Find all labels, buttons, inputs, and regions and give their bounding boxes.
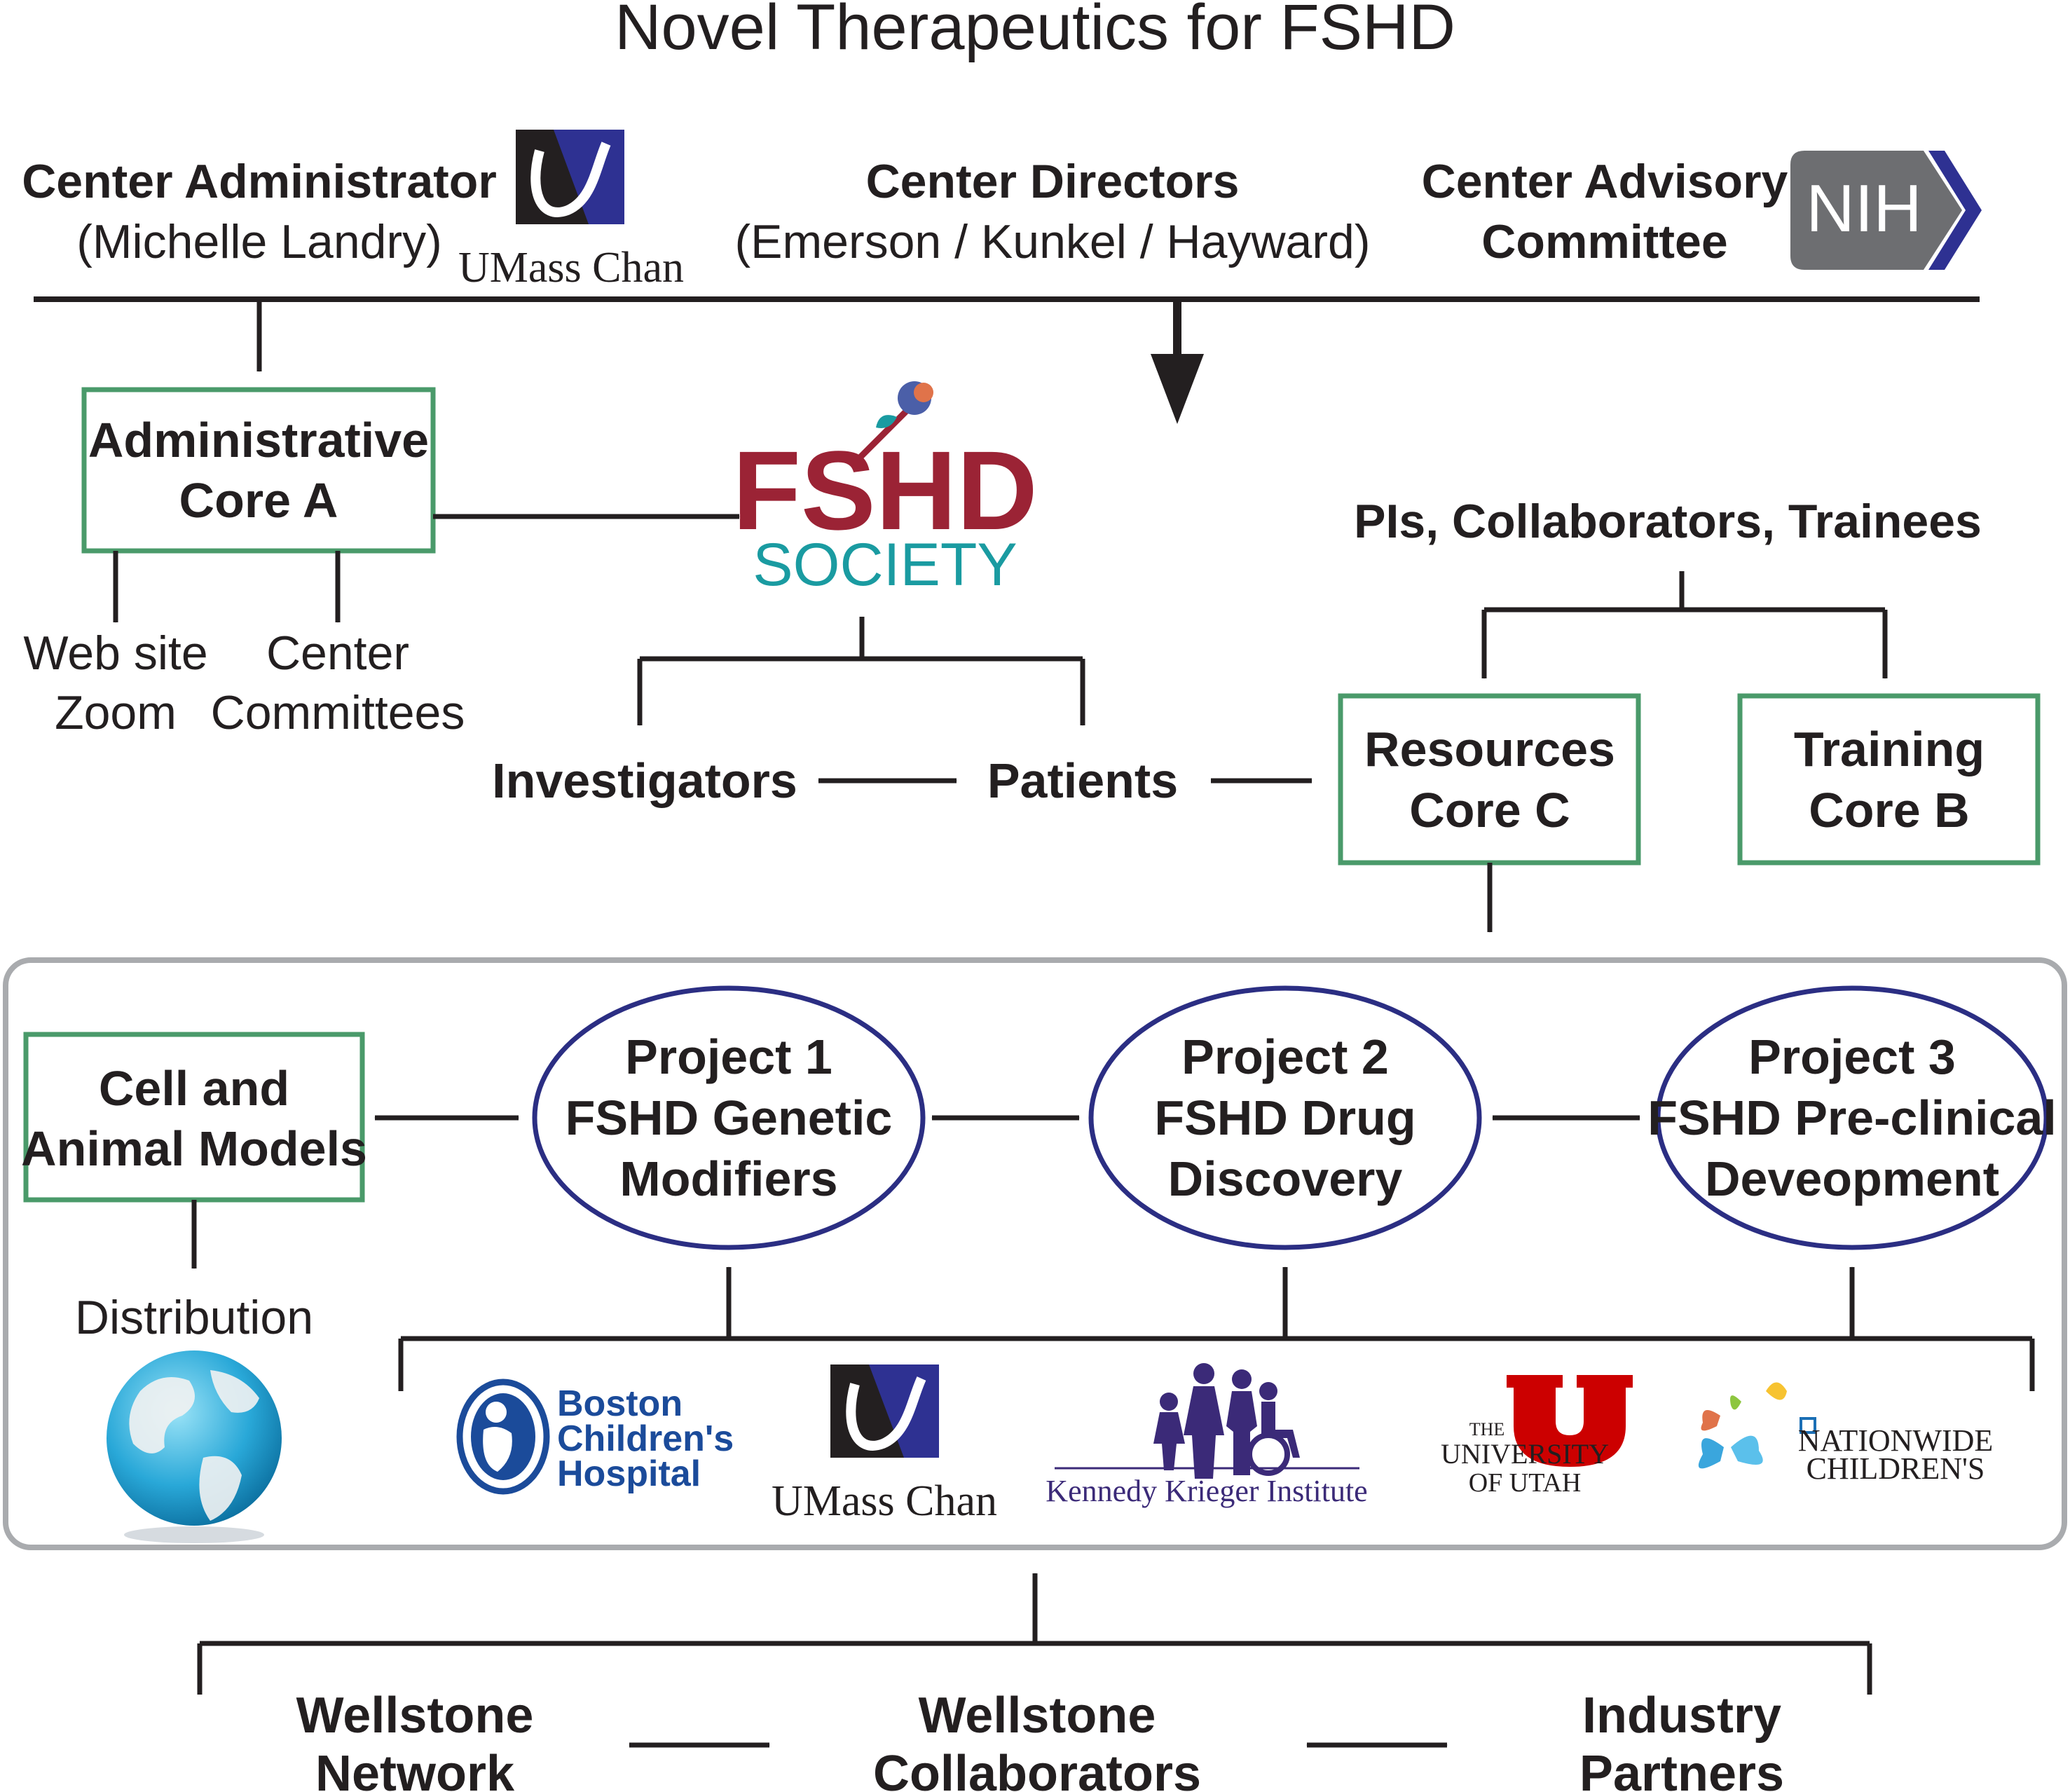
project3-line1: Project 3 — [1748, 1030, 1956, 1084]
training-core-line2: Core B — [1809, 783, 1969, 837]
industry-line1: Industry — [1582, 1688, 1781, 1744]
distribution-label: Distribution — [75, 1291, 313, 1344]
project3-ellipse — [1655, 985, 2049, 1250]
project2-ellipse — [1088, 985, 1482, 1250]
paintbrush-icon — [849, 381, 933, 469]
globe-icon — [107, 1350, 282, 1543]
boston-line2: Children's — [557, 1418, 734, 1459]
kennedy-krieger-text: Kennedy Krieger Institute — [1046, 1474, 1367, 1508]
project1-ellipse — [532, 985, 926, 1250]
website-label: Web site — [23, 627, 207, 680]
industry-line2: Partners — [1579, 1746, 1784, 1792]
utah-line2: UNIVERSITY — [1441, 1438, 1609, 1470]
admin-core-line2: Core A — [179, 473, 338, 528]
administrator-title: Center Administrator — [22, 155, 497, 208]
administrator-name: (Michelle Landry) — [76, 215, 442, 268]
resources-core-line1: Resources — [1364, 722, 1615, 777]
patients-label: Patients — [987, 753, 1178, 808]
umass-chan-text: UMass Chan — [458, 244, 684, 292]
models-line2: Animal Models — [21, 1121, 367, 1176]
project1-line3: Modifiers — [619, 1151, 837, 1206]
university-of-utah-logo: THE UNIVERSITY OF UTAH — [1441, 1375, 1633, 1498]
umass-chan-logo-bottom: UMass Chan — [772, 1364, 997, 1525]
training-core-line1: Training — [1794, 722, 1985, 777]
nationwide-line1: NATIONWIDE — [1798, 1423, 1994, 1458]
umass-chan-text-bottom: UMass Chan — [772, 1477, 997, 1525]
utah-line3: OF UTAH — [1469, 1468, 1582, 1498]
trainees-label: PIs, Collaborators, Trainees — [1354, 495, 1982, 548]
project1-line1: Project 1 — [625, 1030, 832, 1084]
administrative-core-box — [81, 387, 436, 554]
advisory-title-line1: Center Advisory — [1422, 155, 1788, 208]
admin-core-line1: Administrative — [88, 413, 429, 467]
center-label: Center — [266, 627, 409, 680]
project1-line2: FSHD Genetic — [566, 1090, 893, 1145]
network-line1: Wellstone — [296, 1688, 534, 1744]
directors-names: (Emerson / Kunkel / Hayward) — [735, 215, 1371, 268]
utah-line1: THE — [1469, 1419, 1505, 1439]
nih-text: NIH — [1806, 171, 1921, 246]
models-line1: Cell and — [99, 1061, 289, 1116]
nationwide-childrens-logo: NATIONWIDE CHILDREN'S — [1698, 1382, 1994, 1486]
boston-line1: Boston — [557, 1383, 683, 1424]
committees-label: Committees — [211, 686, 465, 739]
advisory-title-line2: Committee — [1481, 215, 1727, 268]
society-wordmark: SOCIETY — [753, 531, 1017, 599]
umass-chan-logo: UMass Chan — [458, 130, 684, 292]
models-box — [23, 1032, 365, 1203]
zoom-label: Zoom — [55, 686, 177, 739]
project2-line1: Project 2 — [1181, 1030, 1389, 1084]
boston-line3: Hospital — [557, 1454, 701, 1494]
resources-core-line2: Core C — [1409, 783, 1570, 837]
family-figures-icon — [1153, 1363, 1300, 1479]
network-line2: Network — [315, 1746, 515, 1792]
collab-line1: Wellstone — [919, 1688, 1156, 1744]
nationwide-line2: CHILDREN'S — [1807, 1451, 1985, 1486]
project2-line3: Discovery — [1168, 1151, 1403, 1206]
project3-line2: FSHD Pre-clinical — [1647, 1090, 2057, 1145]
training-core-box — [1737, 693, 2041, 866]
resources-core-box — [1338, 693, 1641, 866]
research-panel — [3, 957, 2067, 1550]
directors-title: Center Directors — [866, 155, 1240, 208]
boston-childrens-logo: Boston Children's Hospital — [456, 1379, 734, 1495]
collab-line2: Collaborators — [873, 1746, 1201, 1792]
butterflies-icon — [1698, 1382, 1787, 1469]
big-arrow-down — [1151, 299, 1204, 424]
nih-logo: NIH — [1790, 151, 1982, 270]
project3-line3: Deveopment — [1705, 1151, 1999, 1206]
fshd-wordmark: FSHD — [732, 428, 1038, 553]
page-title: Novel Therapeutics for FSHD — [615, 0, 1455, 63]
project2-line2: FSHD Drug — [1154, 1090, 1416, 1145]
kennedy-krieger-logo: Kennedy Krieger Institute — [1046, 1363, 1368, 1508]
investigators-label: Investigators — [492, 753, 797, 808]
fshd-society-logo: FSHD SOCIETY — [732, 381, 1038, 599]
